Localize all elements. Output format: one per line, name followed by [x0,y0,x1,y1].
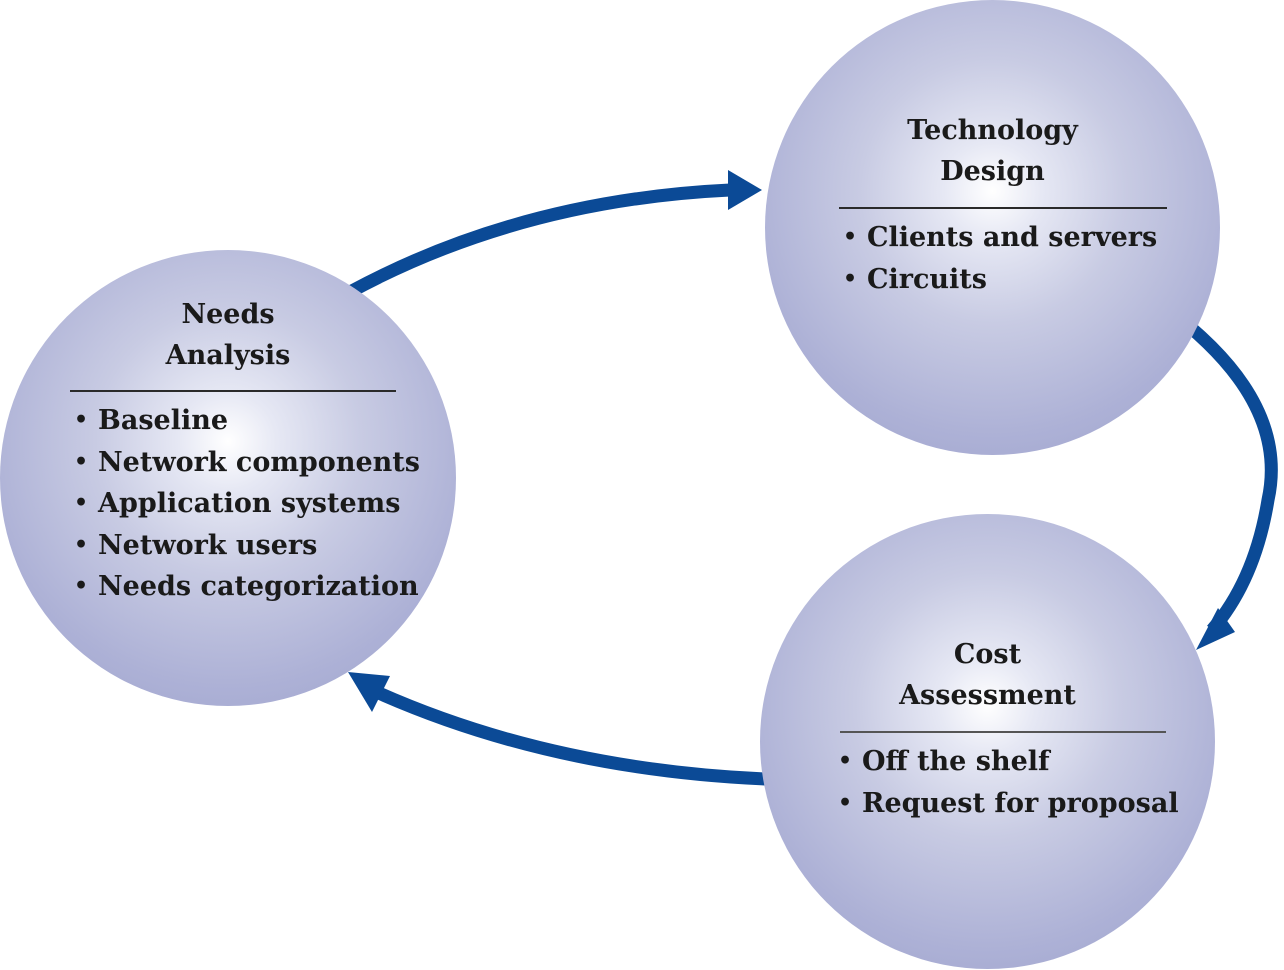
arrow-needs-analysis-to-technology-design [346,170,762,298]
list-item-label: Clients and servers [867,222,1158,253]
list-item: • Network users [74,525,456,567]
node-title-line: Needs [181,299,275,330]
bullet-icon: • [74,490,89,516]
title-divider [70,390,396,392]
bullet-icon: • [843,224,858,250]
list-item: • Network components [74,442,456,484]
arrow-shaft [369,684,797,787]
list-item: • Baseline [74,400,456,442]
bullet-icon: • [838,789,853,816]
bullet-icon: • [74,448,89,475]
list-item-label: Network users [98,529,318,561]
bullet-icon: • [843,265,858,292]
bullet-icon: • [74,407,89,433]
arrowhead-icon [728,170,762,210]
node-title-line: Cost [953,639,1022,670]
bullet-icon: • [838,748,853,774]
node-title-line: Assessment [899,680,1076,711]
list-item: • Application systems [74,483,456,525]
arrow-cost-assessment-to-needs-analysis [348,672,797,787]
title-divider [840,731,1166,733]
node-cost-assessment: Cost Assessment • Off the shelf • Request … [760,514,1215,969]
arrow-technology-design-to-cost-assessment [1162,302,1278,650]
list-item-label: Off the shelf [862,746,1050,777]
arrowhead-icon [348,672,390,712]
list-item: • Clients and servers [843,217,1220,259]
list-item-label: Network components [98,446,420,478]
node-item-list: • Baseline • Network components • Applicati… [74,400,456,608]
list-item-label: Baseline [98,405,229,436]
list-item: • Circuits [843,259,1220,301]
list-item-label: Application systems [98,488,401,519]
list-item-label: Request for proposal [862,787,1179,819]
bullet-icon: • [74,531,89,558]
title-divider [839,207,1167,209]
bullet-icon: • [74,573,89,599]
node-title-line: Technology [907,115,1078,146]
node-needs-analysis: Needs Analysis • Baseline • Network compon… [0,250,456,706]
node-title: Cost Assessment [760,634,1215,716]
arrowhead-icon [1196,608,1235,650]
arrow-shaft [346,183,731,298]
arrow-shaft [1162,302,1278,635]
node-title: Needs Analysis [0,294,456,376]
list-item: • Off the shelf [838,741,1215,783]
node-item-list: • Off the shelf • Request for proposal [838,741,1215,824]
list-item: • Needs categorization [74,566,456,608]
node-title-line: Design [940,156,1045,187]
node-title: Technology Design [765,110,1220,192]
node-technology-design: Technology Design • Clients and servers •… [765,0,1220,455]
node-item-list: • Clients and servers • Circuits [843,217,1220,300]
list-item-label: Circuits [867,263,987,295]
list-item: • Request for proposal [838,783,1215,825]
node-title-line: Analysis [165,340,291,371]
list-item-label: Needs categorization [98,571,419,602]
